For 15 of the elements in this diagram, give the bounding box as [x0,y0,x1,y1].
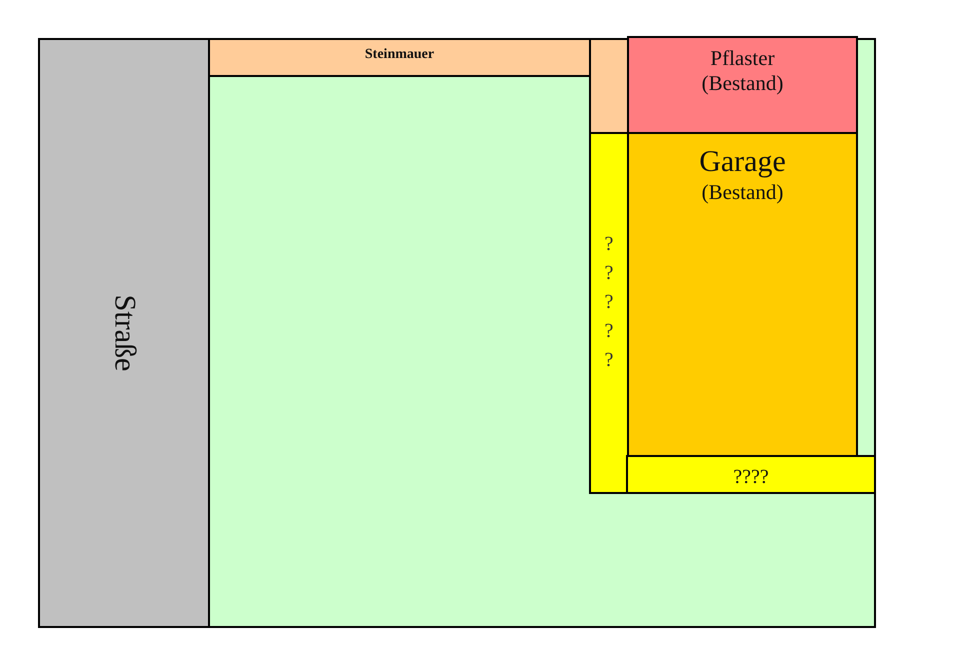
garage-label: Garage [699,144,786,180]
stone-wall [208,38,591,77]
unknown-strip [626,455,876,494]
garden-area [38,38,876,628]
garage-area [627,132,858,457]
road-label: Straße [107,294,141,372]
status-label: (Bestand) [702,180,784,206]
wall-label: Steinmauer [364,47,434,64]
question-marks: ???? [733,465,769,489]
paving-area [627,36,858,134]
paving-label: Pflaster (Bestand) [700,46,784,96]
wall-corner [589,38,629,134]
road-strip [38,38,210,628]
unknown-strip [589,132,629,494]
question-marks: ? ? ? ? ? [604,232,614,373]
